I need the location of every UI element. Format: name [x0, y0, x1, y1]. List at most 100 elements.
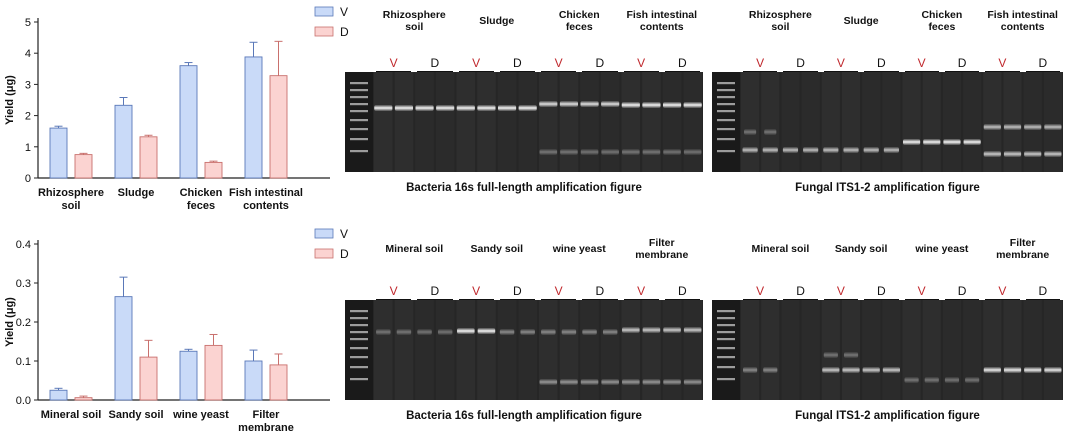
- gel-band: [944, 377, 960, 383]
- y-tick-label: 5: [25, 17, 31, 29]
- gel-ladder-band: [350, 347, 368, 350]
- gel-band: [903, 139, 921, 145]
- gel-lane-label-d: D: [796, 284, 805, 298]
- x-tick-label: membrane: [238, 422, 294, 434]
- gel-band: [843, 352, 859, 358]
- gel-lane-label-v: V: [389, 56, 398, 70]
- gel-lane: [456, 300, 476, 400]
- gel-ladder-band: [717, 110, 735, 113]
- gel-ladder-lane: [345, 300, 373, 400]
- bar-d: [74, 154, 93, 179]
- gel-lane-underline: [743, 299, 778, 301]
- x-tick-label: soil: [62, 200, 81, 212]
- bar-v: [179, 65, 198, 179]
- gel-lane-label-v: V: [554, 284, 563, 298]
- x-tick-label: Fish intestinal: [229, 187, 303, 199]
- gel-sample-header-line: feces: [928, 20, 956, 33]
- gel-band: [642, 379, 661, 385]
- gel-sample-header-line: wine yeast: [915, 243, 969, 255]
- gel-lane: [621, 72, 641, 172]
- gel-lane-underline: [864, 299, 899, 301]
- gel-band: [394, 105, 414, 111]
- gel-sample-header: Sandy soil: [450, 243, 545, 256]
- gel-band: [822, 367, 840, 373]
- gel-lane: [1043, 300, 1062, 400]
- gel-band: [561, 329, 577, 335]
- gel-ladder-band: [717, 150, 735, 153]
- gel-lane: [1003, 72, 1022, 172]
- y-tick-label: 0.0: [16, 395, 31, 407]
- gel-lane: [683, 72, 702, 172]
- bar-d: [139, 356, 158, 401]
- gel-ladder-band: [717, 310, 735, 313]
- gel-lane: [394, 300, 414, 400]
- gel-band: [559, 101, 579, 107]
- gel-ladder-band: [717, 138, 735, 141]
- gel-band: [622, 379, 640, 385]
- gel-lane-underline: [417, 299, 453, 301]
- gel-ladder-band: [717, 366, 735, 369]
- gel-lane-label-v: V: [917, 284, 926, 298]
- gel-lane-underline: [541, 299, 577, 301]
- gel-electrophoresis-image: [345, 300, 703, 400]
- gel-lane-underline: [823, 299, 859, 301]
- gel-lane-label-d: D: [513, 284, 522, 298]
- gel-sample-header-line: Chicken: [921, 9, 963, 21]
- gel-band: [621, 102, 640, 108]
- gel-lane-label-d: D: [796, 56, 805, 70]
- x-tick-label: Sludge: [118, 187, 155, 199]
- gel-lane-label-d: D: [678, 56, 687, 70]
- gel-band: [417, 329, 432, 335]
- gel-band: [983, 151, 1001, 157]
- x-tick-label: Filter: [253, 409, 281, 421]
- gel-ladder-band: [350, 356, 368, 359]
- gel-ladder-band: [717, 347, 735, 350]
- gel-sample-header: Mineral soil: [367, 243, 462, 256]
- gel-band: [582, 329, 597, 335]
- gel-lane-label-v: V: [472, 56, 481, 70]
- gel-lane-label-d: D: [513, 56, 522, 70]
- gel-lane-label-d: D: [957, 284, 967, 298]
- gel-ladder-band: [350, 138, 368, 141]
- y-tick-label: 0: [25, 173, 31, 185]
- gel-electrophoresis-image: [345, 72, 703, 172]
- gel-lane-underline: [664, 299, 700, 301]
- gel-ladder-band: [350, 378, 368, 381]
- bar-d: [204, 344, 223, 401]
- gel-lane-underline: [623, 71, 659, 73]
- gel-lane-underline: [1025, 71, 1060, 73]
- gel-band: [376, 329, 391, 335]
- gel-band: [662, 102, 682, 108]
- gel-lane: [902, 72, 921, 172]
- bar-d: [139, 136, 158, 179]
- gel-band: [1044, 124, 1062, 130]
- gel-ladder-band: [717, 378, 735, 381]
- gel-ladder-band: [350, 338, 368, 341]
- gel-lane: [841, 72, 861, 172]
- gel-lane: [963, 72, 982, 172]
- gel-lane-label-d: D: [595, 284, 605, 298]
- gel-sample-header-line: membrane: [996, 248, 1050, 261]
- gel-lane: [781, 300, 800, 400]
- gel-band: [580, 101, 599, 107]
- gel-lane: [741, 300, 760, 400]
- gel-ladder-band: [350, 128, 368, 131]
- gel-lane: [518, 72, 537, 172]
- gel-band: [1044, 367, 1062, 373]
- gel-band: [437, 329, 453, 335]
- gel-lane: [741, 72, 760, 172]
- gel-lane: [662, 72, 682, 172]
- gel-lane: [821, 300, 840, 400]
- x-tick-label: contents: [243, 200, 289, 212]
- y-axis-label: Yield (μg): [4, 75, 16, 125]
- bar-d: [74, 397, 93, 401]
- gel-ladder-band: [350, 317, 368, 320]
